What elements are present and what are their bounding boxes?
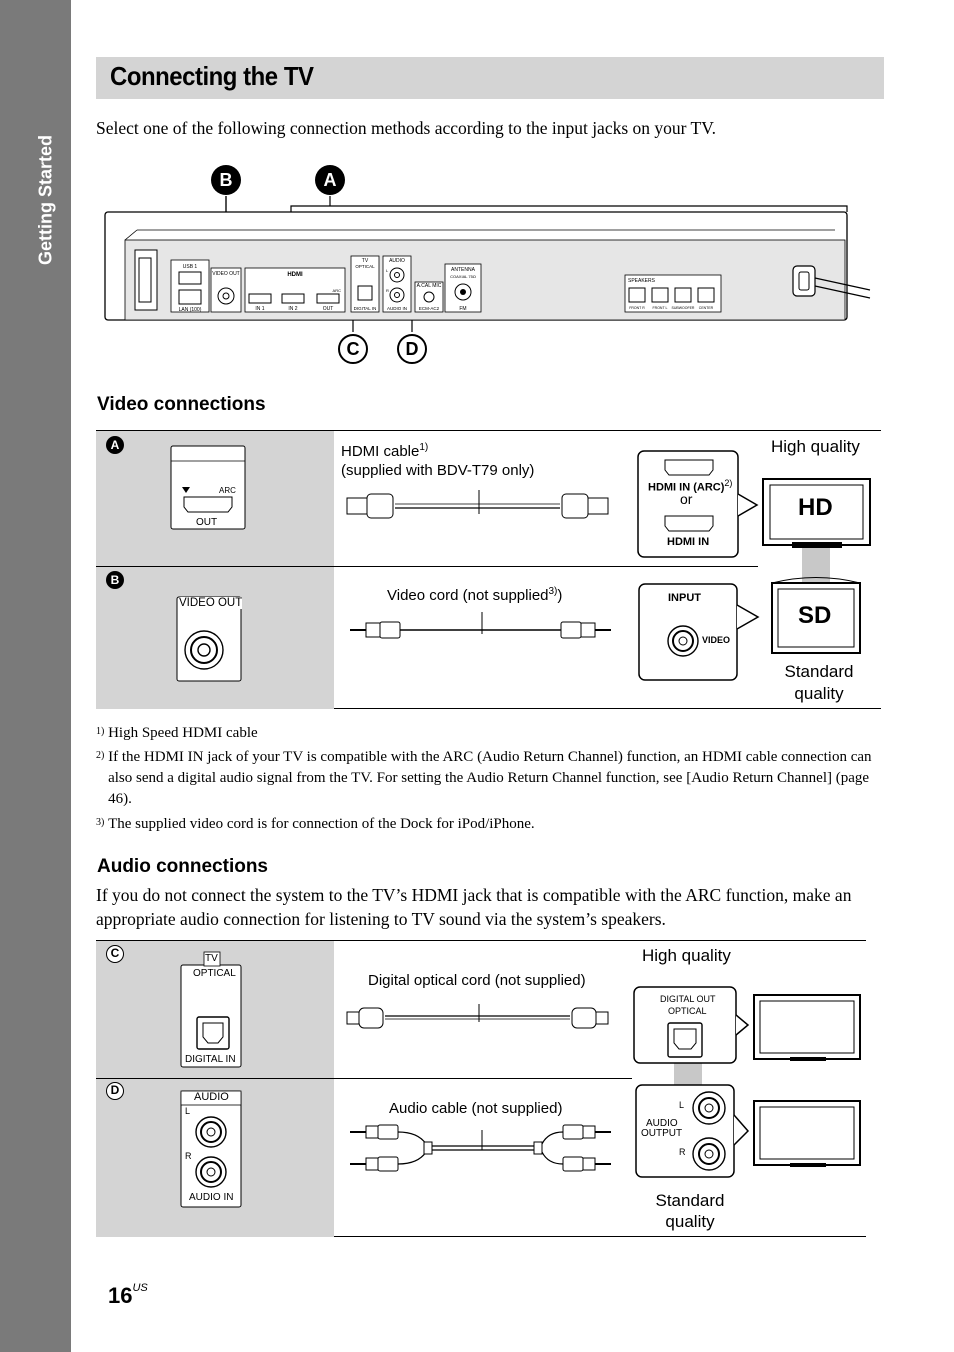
row-c-marker: C [106, 945, 124, 963]
audio-connections-heading: Audio connections [97, 856, 268, 877]
row-b-marker: B [106, 571, 124, 589]
quality-tv-stack [762, 478, 871, 654]
svg-text:OPTICAL: OPTICAL [355, 264, 375, 269]
sd-label: SD [798, 602, 832, 629]
row-c-optical: OPTICAL [193, 968, 236, 979]
video-high-quality: High quality [771, 437, 860, 456]
svg-text:TV: TV [362, 258, 369, 264]
svg-text:VIDEO OUT: VIDEO OUT [212, 271, 240, 277]
svg-text:R: R [386, 288, 389, 293]
row-b-jack [176, 596, 242, 682]
row-d-marker: D [106, 1082, 124, 1100]
marker-b: B [211, 165, 241, 195]
page-number: 16US [108, 1281, 148, 1308]
svg-text:AUDIO: AUDIO [389, 258, 405, 264]
svg-text:IN 1: IN 1 [255, 306, 264, 312]
svg-text:HDMI: HDMI [287, 272, 303, 278]
row-d-audio: AUDIO [194, 1091, 229, 1103]
row-b-jack-label: VIDEO OUT [179, 597, 243, 609]
optical-cord-icon [346, 1004, 609, 1029]
tv-hdmi-panel [637, 450, 759, 558]
svg-text:IN 2: IN 2 [288, 306, 297, 312]
row-a-jack-arc: ARC [219, 486, 236, 495]
rear-panel-diagram: USB 1 LAN (100) VIDEO OUT HDMI IN 1 IN 2… [104, 196, 871, 332]
optical-cord-label: Digital optical cord (not supplied) [368, 972, 586, 989]
row-a-jack [170, 445, 246, 530]
tv-hdmi-in: HDMI IN [667, 536, 710, 548]
svg-text:L: L [386, 268, 389, 273]
svg-text:ANTENNA: ANTENNA [451, 267, 476, 273]
or-label: or [680, 491, 693, 507]
tv-audio-r: R [679, 1147, 686, 1157]
footnote-1: 1) High Speed HDMI cable [96, 725, 258, 741]
row-c-jack [180, 951, 242, 1068]
video-connections-heading: Video connections [97, 394, 266, 415]
tv-digital-out: DIGITAL OUT [660, 994, 716, 1004]
hdmi-cable-label: HDMI cable1) [341, 442, 429, 460]
footnote-2: 2) If the HDMI IN jack of your TV is com… [96, 749, 872, 807]
row-d-l: L [185, 1106, 191, 1116]
svg-text:ECM-AC2: ECM-AC2 [419, 306, 440, 311]
tv-video-label: VIDEO [702, 635, 731, 645]
row-a-marker: A [106, 436, 124, 454]
marker-c: C [338, 334, 368, 364]
svg-text:USB 1: USB 1 [183, 264, 198, 270]
svg-text:FRONT L: FRONT L [653, 306, 668, 310]
svg-text:OUT: OUT [323, 306, 334, 312]
svg-text:SPEAKERS: SPEAKERS [628, 278, 656, 284]
row-d-audio-in: AUDIO IN [189, 1192, 234, 1203]
svg-text:A.CAL MIC: A.CAL MIC [417, 283, 442, 289]
svg-text:CENTER: CENTER [699, 306, 714, 310]
svg-text:ARC: ARC [333, 288, 342, 293]
svg-text:COAXIAL 75Ω: COAXIAL 75Ω [450, 274, 476, 279]
video-standard-quality: Standard quality [784, 662, 854, 703]
hd-label: HD [798, 494, 833, 521]
svg-text:FRONT R: FRONT R [629, 306, 645, 310]
footnote-3: 3) The supplied video cord is for connec… [96, 816, 535, 832]
row-a-jack-out: OUT [196, 517, 218, 528]
intro-text: Select one of the following connection m… [96, 118, 716, 138]
svg-text:FM: FM [459, 306, 466, 312]
video-cord-icon [350, 612, 611, 639]
row-c-tv: TV [205, 953, 218, 964]
svg-text:SUBWOOFER: SUBWOOFER [672, 306, 695, 310]
row-d-r: R [185, 1151, 192, 1161]
page-title-bar: Connecting the TV [96, 57, 884, 99]
svg-text:AUDIO IN: AUDIO IN [387, 306, 407, 311]
svg-text:LAN (100): LAN (100) [179, 307, 202, 313]
tv-audio-label: AUDIO [646, 1118, 678, 1129]
audio-cable-icon [350, 1124, 611, 1172]
hdmi-cable-icon [346, 490, 609, 519]
hdmi-cable-note: (supplied with BDV-T79 only) [341, 462, 535, 479]
marker-d: D [397, 334, 427, 364]
page-title: Connecting the TV [110, 61, 314, 91]
row-c-digital-in: DIGITAL IN [185, 1054, 236, 1065]
svg-text:DIGITAL IN: DIGITAL IN [354, 306, 377, 311]
audio-standard-quality: Standard quality [655, 1191, 725, 1231]
tv-output-label: OUTPUT [641, 1128, 683, 1139]
sidebar-section-label: Getting Started [35, 134, 56, 266]
audio-cable-label: Audio cable (not supplied) [389, 1100, 563, 1117]
marker-a: A [315, 165, 345, 195]
video-cord-label: Video cord (not supplied3)) [387, 586, 563, 604]
audio-paragraph: If you do not connect the system to the … [96, 885, 852, 929]
audio-high-quality: High quality [642, 946, 731, 965]
sidebar-tab: Getting Started [0, 0, 71, 1352]
row-d-jack [180, 1090, 242, 1208]
tv-hdmi-in-arc: HDMI IN (ARC)2) [648, 478, 733, 494]
tv-input-label: INPUT [668, 592, 701, 604]
tv-video-panel [638, 583, 760, 681]
tv-audio-l: L [679, 1100, 685, 1110]
tv-digital-optical: OPTICAL [668, 1006, 707, 1016]
tv-audio-panels [633, 986, 861, 1178]
